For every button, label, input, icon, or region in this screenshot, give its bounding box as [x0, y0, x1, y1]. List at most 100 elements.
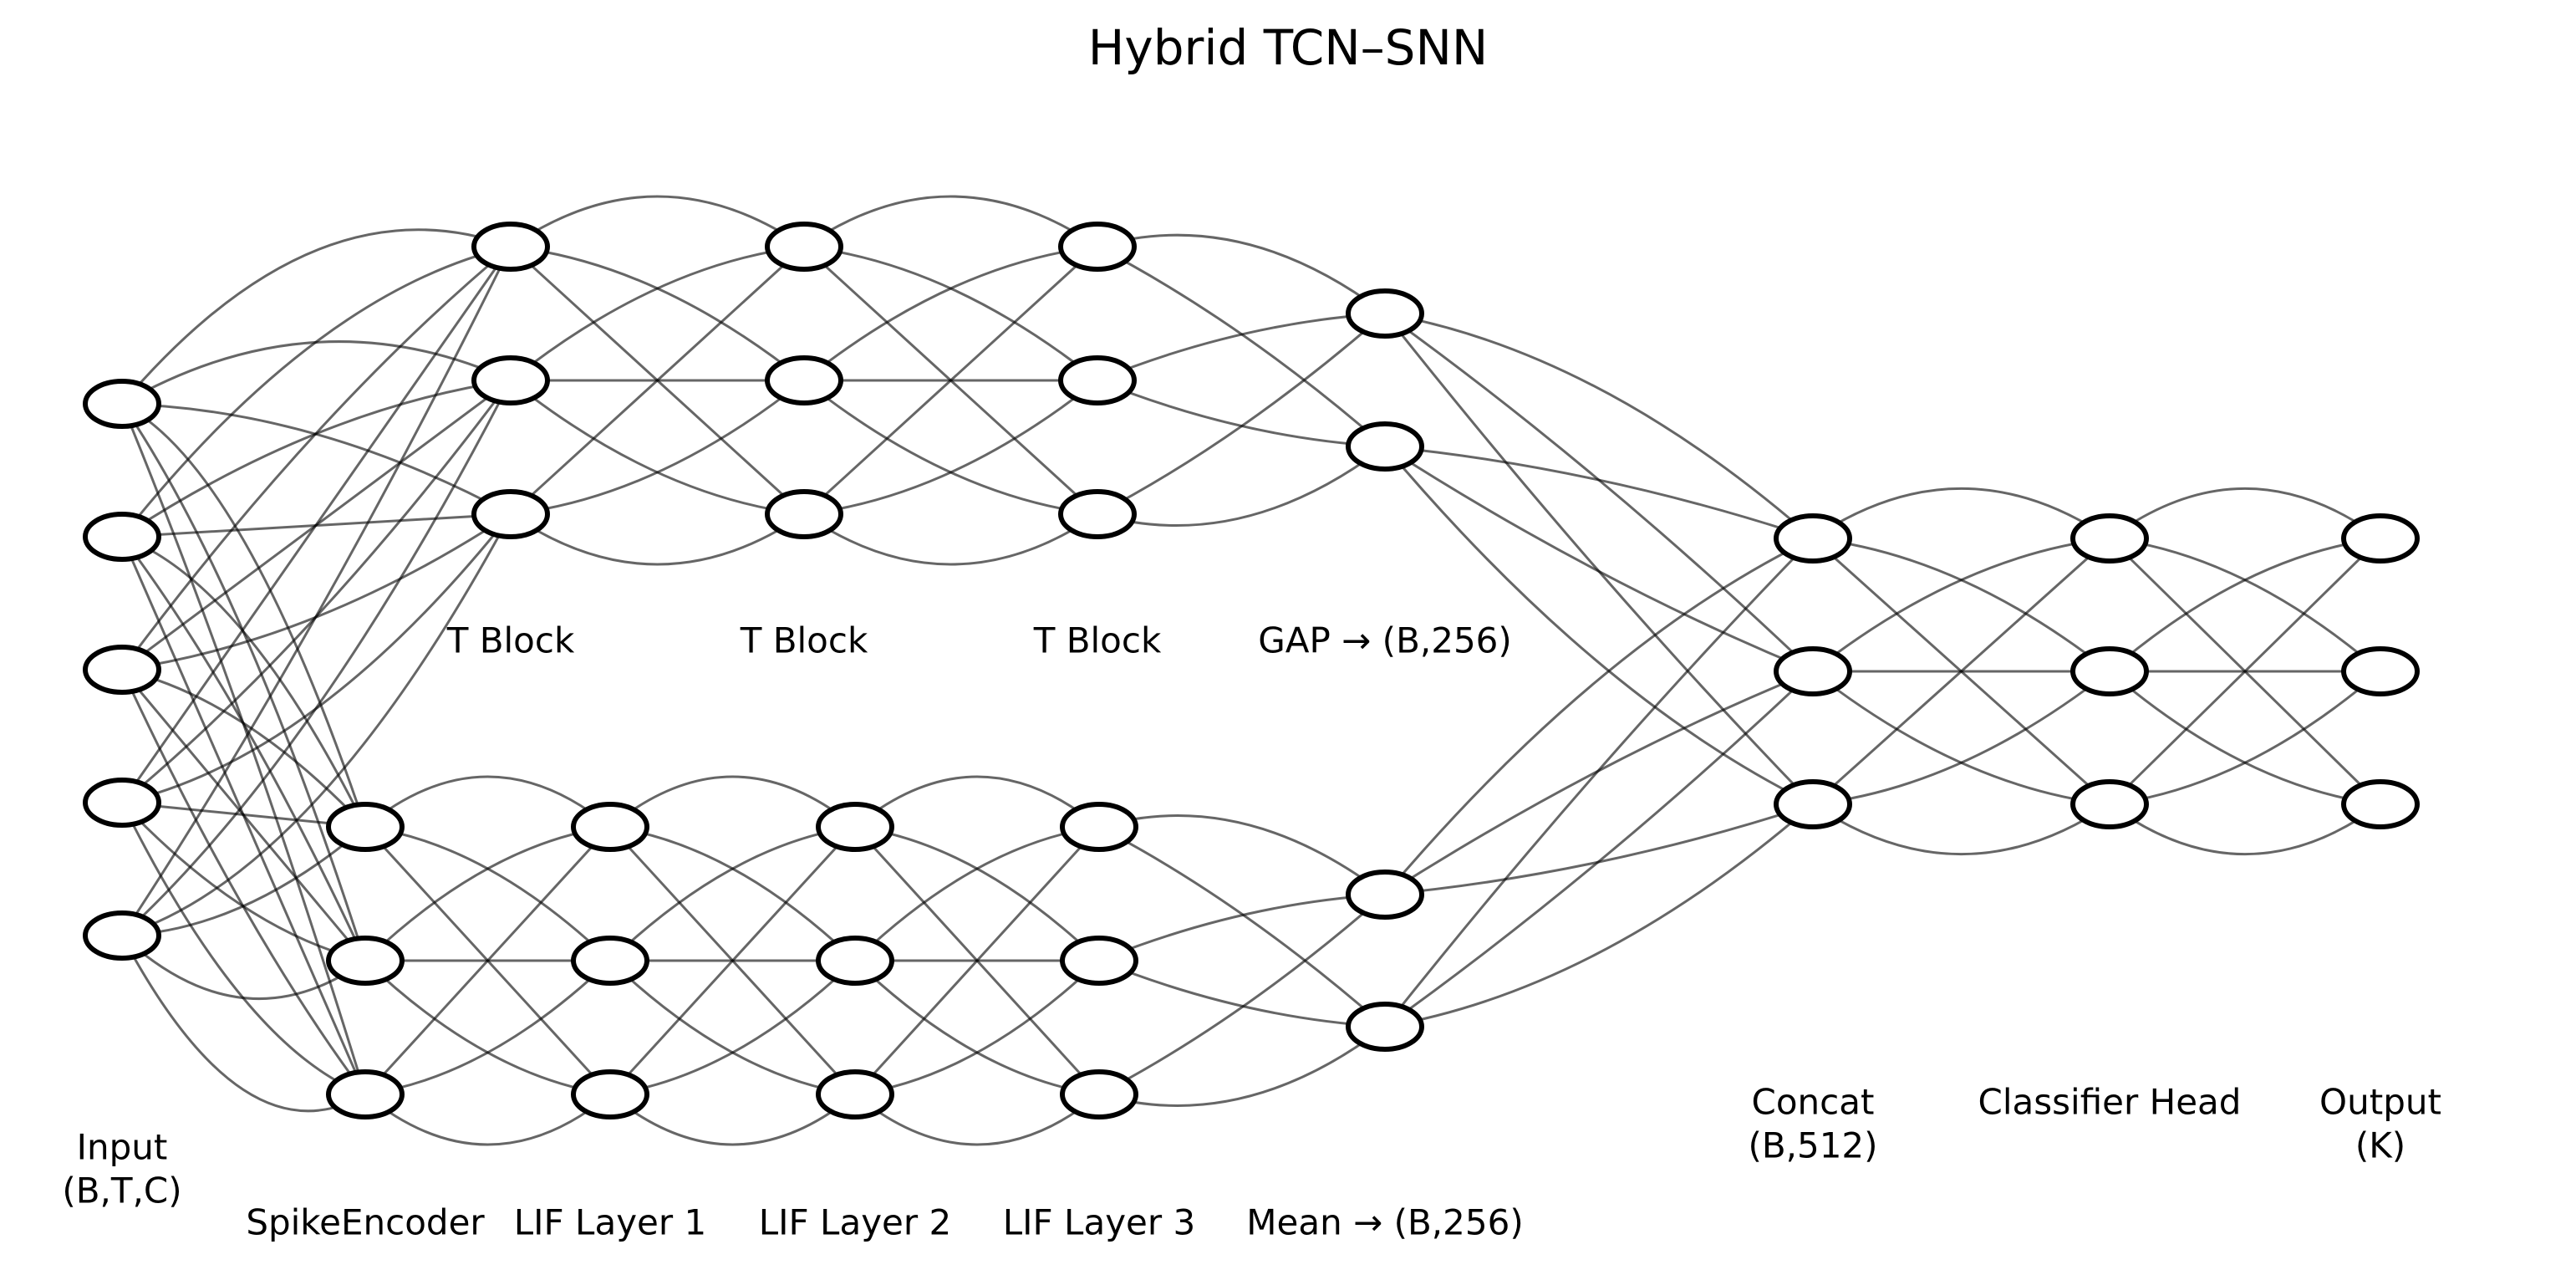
- edge-mean-concat: [1384, 670, 1815, 1028]
- nodes-group: [83, 222, 2420, 1119]
- edge-tcn2-tcn3: [803, 245, 1098, 382]
- edge-input-tcn1: [121, 379, 512, 538]
- edge-mean-concat: [1383, 537, 1814, 895]
- edge-tcn3-gap: [1097, 445, 1386, 527]
- layer-label: Output: [2319, 1082, 2441, 1123]
- edge-input-enc: [121, 535, 367, 828]
- layer-label: Concat: [1752, 1082, 1875, 1123]
- edge-tcn3-gap: [1097, 312, 1386, 382]
- edge-input-tcn1: [120, 246, 512, 936]
- edge-tcn1-tcn2: [510, 379, 805, 516]
- edge-input-tcn1: [120, 246, 512, 803]
- node-lif-layer-3: [1060, 1069, 1138, 1119]
- edge-tcn3-gap: [1097, 379, 1386, 448]
- edge-tcn2-tcn3: [803, 513, 1098, 566]
- edge-lif2-lif3: [853, 825, 1101, 1096]
- node-classifier-head-layer: [2070, 513, 2149, 564]
- layer-label: Mean → (B,256): [1246, 1202, 1523, 1243]
- edge-lif2-lif3: [854, 959, 1101, 1096]
- edge-lif3-mean: [1098, 893, 1386, 1096]
- edge-tcn2-tcn3: [802, 245, 1099, 516]
- edge-lif3-mean: [1098, 959, 1386, 1028]
- edge-concat-clf: [1812, 537, 2110, 673]
- edge-gap-concat: [1384, 445, 1814, 673]
- layer-label: T Block: [740, 620, 868, 661]
- edge-lif3-mean: [1098, 893, 1386, 962]
- edge-lif3-mean: [1098, 1025, 1386, 1107]
- edge-clf-out: [2109, 670, 2381, 806]
- node-spike-encoder-layer: [326, 1069, 405, 1119]
- edge-lif3-mean: [1098, 825, 1386, 1028]
- node-t-block-1-layer: [471, 222, 550, 272]
- edges-group: [120, 195, 2382, 1146]
- node-t-block-2-layer: [765, 355, 843, 405]
- node-output-layer: [2341, 646, 2420, 696]
- edge-lif1-lif2: [608, 825, 856, 962]
- node-t-block-2-layer: [765, 222, 843, 272]
- node-classifier-head-layer: [2070, 779, 2149, 829]
- node-input-layer: [83, 778, 161, 828]
- edge-lif2-lif3: [854, 775, 1100, 829]
- layer-label: Classifier Head: [1978, 1082, 2242, 1123]
- edge-tcn1-tcn2: [510, 245, 805, 382]
- layer-label: GAP → (B,256): [1258, 620, 1512, 661]
- edge-lif2-lif3: [853, 959, 1100, 1096]
- edge-input-tcn1: [121, 340, 512, 405]
- edge-input-tcn1: [120, 245, 512, 538]
- edge-enc-lif1: [364, 959, 612, 1096]
- edge-gap-concat: [1384, 312, 1814, 540]
- edge-lif2-lif3: [853, 825, 1100, 962]
- node-lif-layer-1: [571, 802, 649, 852]
- layer-label: (B,512): [1748, 1125, 1877, 1166]
- node-t-block-2-layer: [765, 489, 843, 539]
- edge-enc-lif1: [364, 825, 612, 962]
- layer-label: T Block: [446, 620, 575, 661]
- edge-concat-clf: [1812, 670, 2110, 806]
- layer-label: Input: [77, 1127, 168, 1168]
- node-output-layer: [2341, 779, 2420, 829]
- node-input-layer: [83, 379, 161, 429]
- edge-lif2-lif3: [854, 1093, 1100, 1146]
- edge-tcn1-tcn2: [510, 195, 805, 248]
- layer-label: LIF Layer 1: [514, 1202, 706, 1243]
- edge-input-enc: [120, 934, 366, 1001]
- edge-lif1-lif2: [609, 775, 856, 829]
- edge-gap-concat: [1383, 446, 1814, 806]
- node-gap-layer: [1346, 421, 1424, 472]
- edge-clf-out: [2108, 537, 2382, 806]
- node-t-block-3-layer: [1058, 222, 1137, 272]
- edge-tcn2-tcn3: [803, 245, 1098, 382]
- edge-clf-out: [2109, 803, 2381, 856]
- edge-concat-clf: [1811, 537, 2111, 806]
- edge-clf-out: [2109, 670, 2381, 806]
- node-t-block-3-layer: [1058, 355, 1137, 405]
- edge-clf-out: [2109, 537, 2381, 673]
- edge-tcn3-gap: [1097, 245, 1386, 448]
- edge-enc-lif1: [364, 1093, 611, 1146]
- node-t-block-1-layer: [471, 355, 550, 405]
- node-spike-encoder-layer: [326, 936, 405, 986]
- layer-label: SpikeEncoder: [246, 1202, 485, 1243]
- node-spike-encoder-layer: [326, 802, 405, 852]
- node-classifier-head-layer: [2070, 646, 2149, 696]
- node-lif-layer-1: [571, 936, 649, 986]
- node-lif-layer-2: [816, 1069, 894, 1119]
- node-lif-layer-3: [1060, 936, 1138, 986]
- edge-input-tcn1: [120, 380, 512, 937]
- layer-label: LIF Layer 2: [759, 1202, 951, 1243]
- node-lif-layer-2: [816, 802, 894, 852]
- node-concat-layer: [1774, 513, 1852, 564]
- node-mean-layer: [1346, 1002, 1424, 1052]
- edge-lif1-lif2: [609, 1093, 856, 1146]
- edge-clf-out: [2109, 537, 2381, 673]
- edge-concat-clf: [1812, 487, 2110, 540]
- edge-input-tcn1: [121, 402, 512, 516]
- node-input-layer: [83, 512, 161, 562]
- edge-concat-clf: [1812, 670, 2110, 806]
- node-output-layer: [2341, 513, 2420, 564]
- edge-mean-concat: [1383, 537, 1815, 1028]
- edge-mean-concat: [1384, 803, 1814, 1028]
- edge-tcn1-tcn2: [510, 379, 805, 516]
- edge-gap-concat: [1384, 312, 1815, 673]
